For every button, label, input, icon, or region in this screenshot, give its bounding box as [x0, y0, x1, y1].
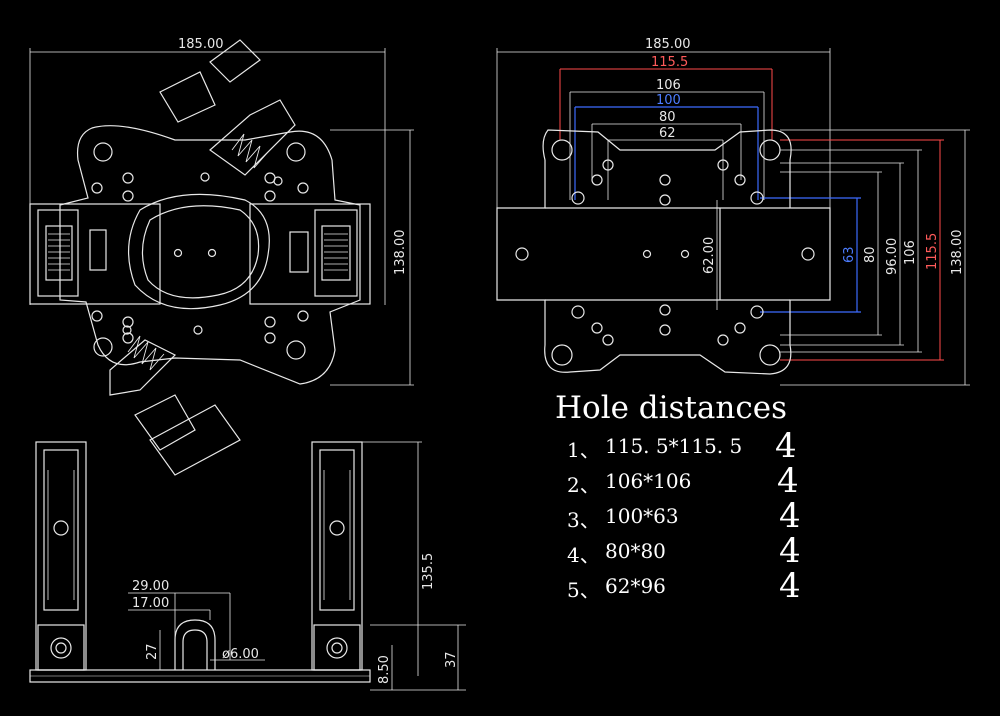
legend-row-qty: 4 — [779, 531, 801, 571]
legend-row-value: 62*96 — [605, 574, 666, 598]
legend-row-index: 2、 — [567, 473, 600, 497]
legend-row: 1、 115. 5*115. 5 4 — [555, 426, 855, 466]
legend-row: 4、 80*80 4 — [555, 531, 855, 571]
side-dim-27: 27 — [145, 643, 160, 660]
legend-row-index: 4、 — [567, 543, 600, 567]
left-top-view — [29, 39, 414, 476]
legend-row: 2、 106*106 4 — [555, 461, 855, 501]
legend-row-qty: 4 — [779, 566, 801, 606]
right-width-185: 185.00 — [645, 37, 691, 52]
legend-row-value: 115. 5*115. 5 — [605, 434, 743, 458]
legend-row-index: 3、 — [567, 508, 600, 532]
right-width-80: 80 — [659, 110, 676, 125]
legend-row: 5、 62*96 4 — [555, 566, 855, 606]
side-dim-height: 135.5 — [421, 553, 436, 590]
right-top-view — [496, 48, 970, 386]
right-height-63: 63 — [842, 246, 857, 263]
right-width-100: 100 — [656, 93, 681, 108]
side-dim-hole: ø6.00 — [222, 647, 259, 662]
legend-row-value: 106*106 — [605, 469, 692, 493]
legend-row: 3、 100*63 4 — [555, 496, 855, 536]
side-dim-37: 37 — [444, 651, 459, 668]
right-height-138: 138.00 — [950, 230, 965, 276]
right-width-115: 115.5 — [651, 55, 688, 70]
legend-row-value: 80*80 — [605, 539, 666, 563]
hole-distances-legend: Hole distances 1、 115. 5*115. 5 4 2、 106… — [555, 390, 855, 606]
side-view — [29, 441, 466, 691]
left-height-dim: 138.00 — [393, 230, 408, 276]
right-height-115: 115.5 — [925, 233, 940, 270]
right-width-106: 106 — [656, 78, 681, 93]
right-width-62: 62 — [659, 126, 676, 141]
legend-row-qty: 4 — [777, 461, 799, 501]
side-dim-850: 8.50 — [377, 655, 392, 684]
side-dim-17: 17.00 — [132, 596, 169, 611]
legend-row-index: 5、 — [567, 578, 600, 602]
legend-title: Hole distances — [555, 390, 788, 426]
legend-row-index: 1、 — [567, 438, 600, 462]
right-height-106: 106 — [903, 240, 918, 265]
legend-row-qty: 4 — [775, 426, 797, 466]
right-height-80: 80 — [863, 246, 878, 263]
legend-row-value: 100*63 — [605, 504, 679, 528]
right-height-62: 62.00 — [702, 237, 717, 274]
legend-row-qty: 4 — [779, 496, 801, 536]
right-height-96: 96.00 — [885, 238, 900, 275]
left-width-dim: 185.00 — [178, 37, 224, 52]
side-dim-29: 29.00 — [132, 579, 169, 594]
